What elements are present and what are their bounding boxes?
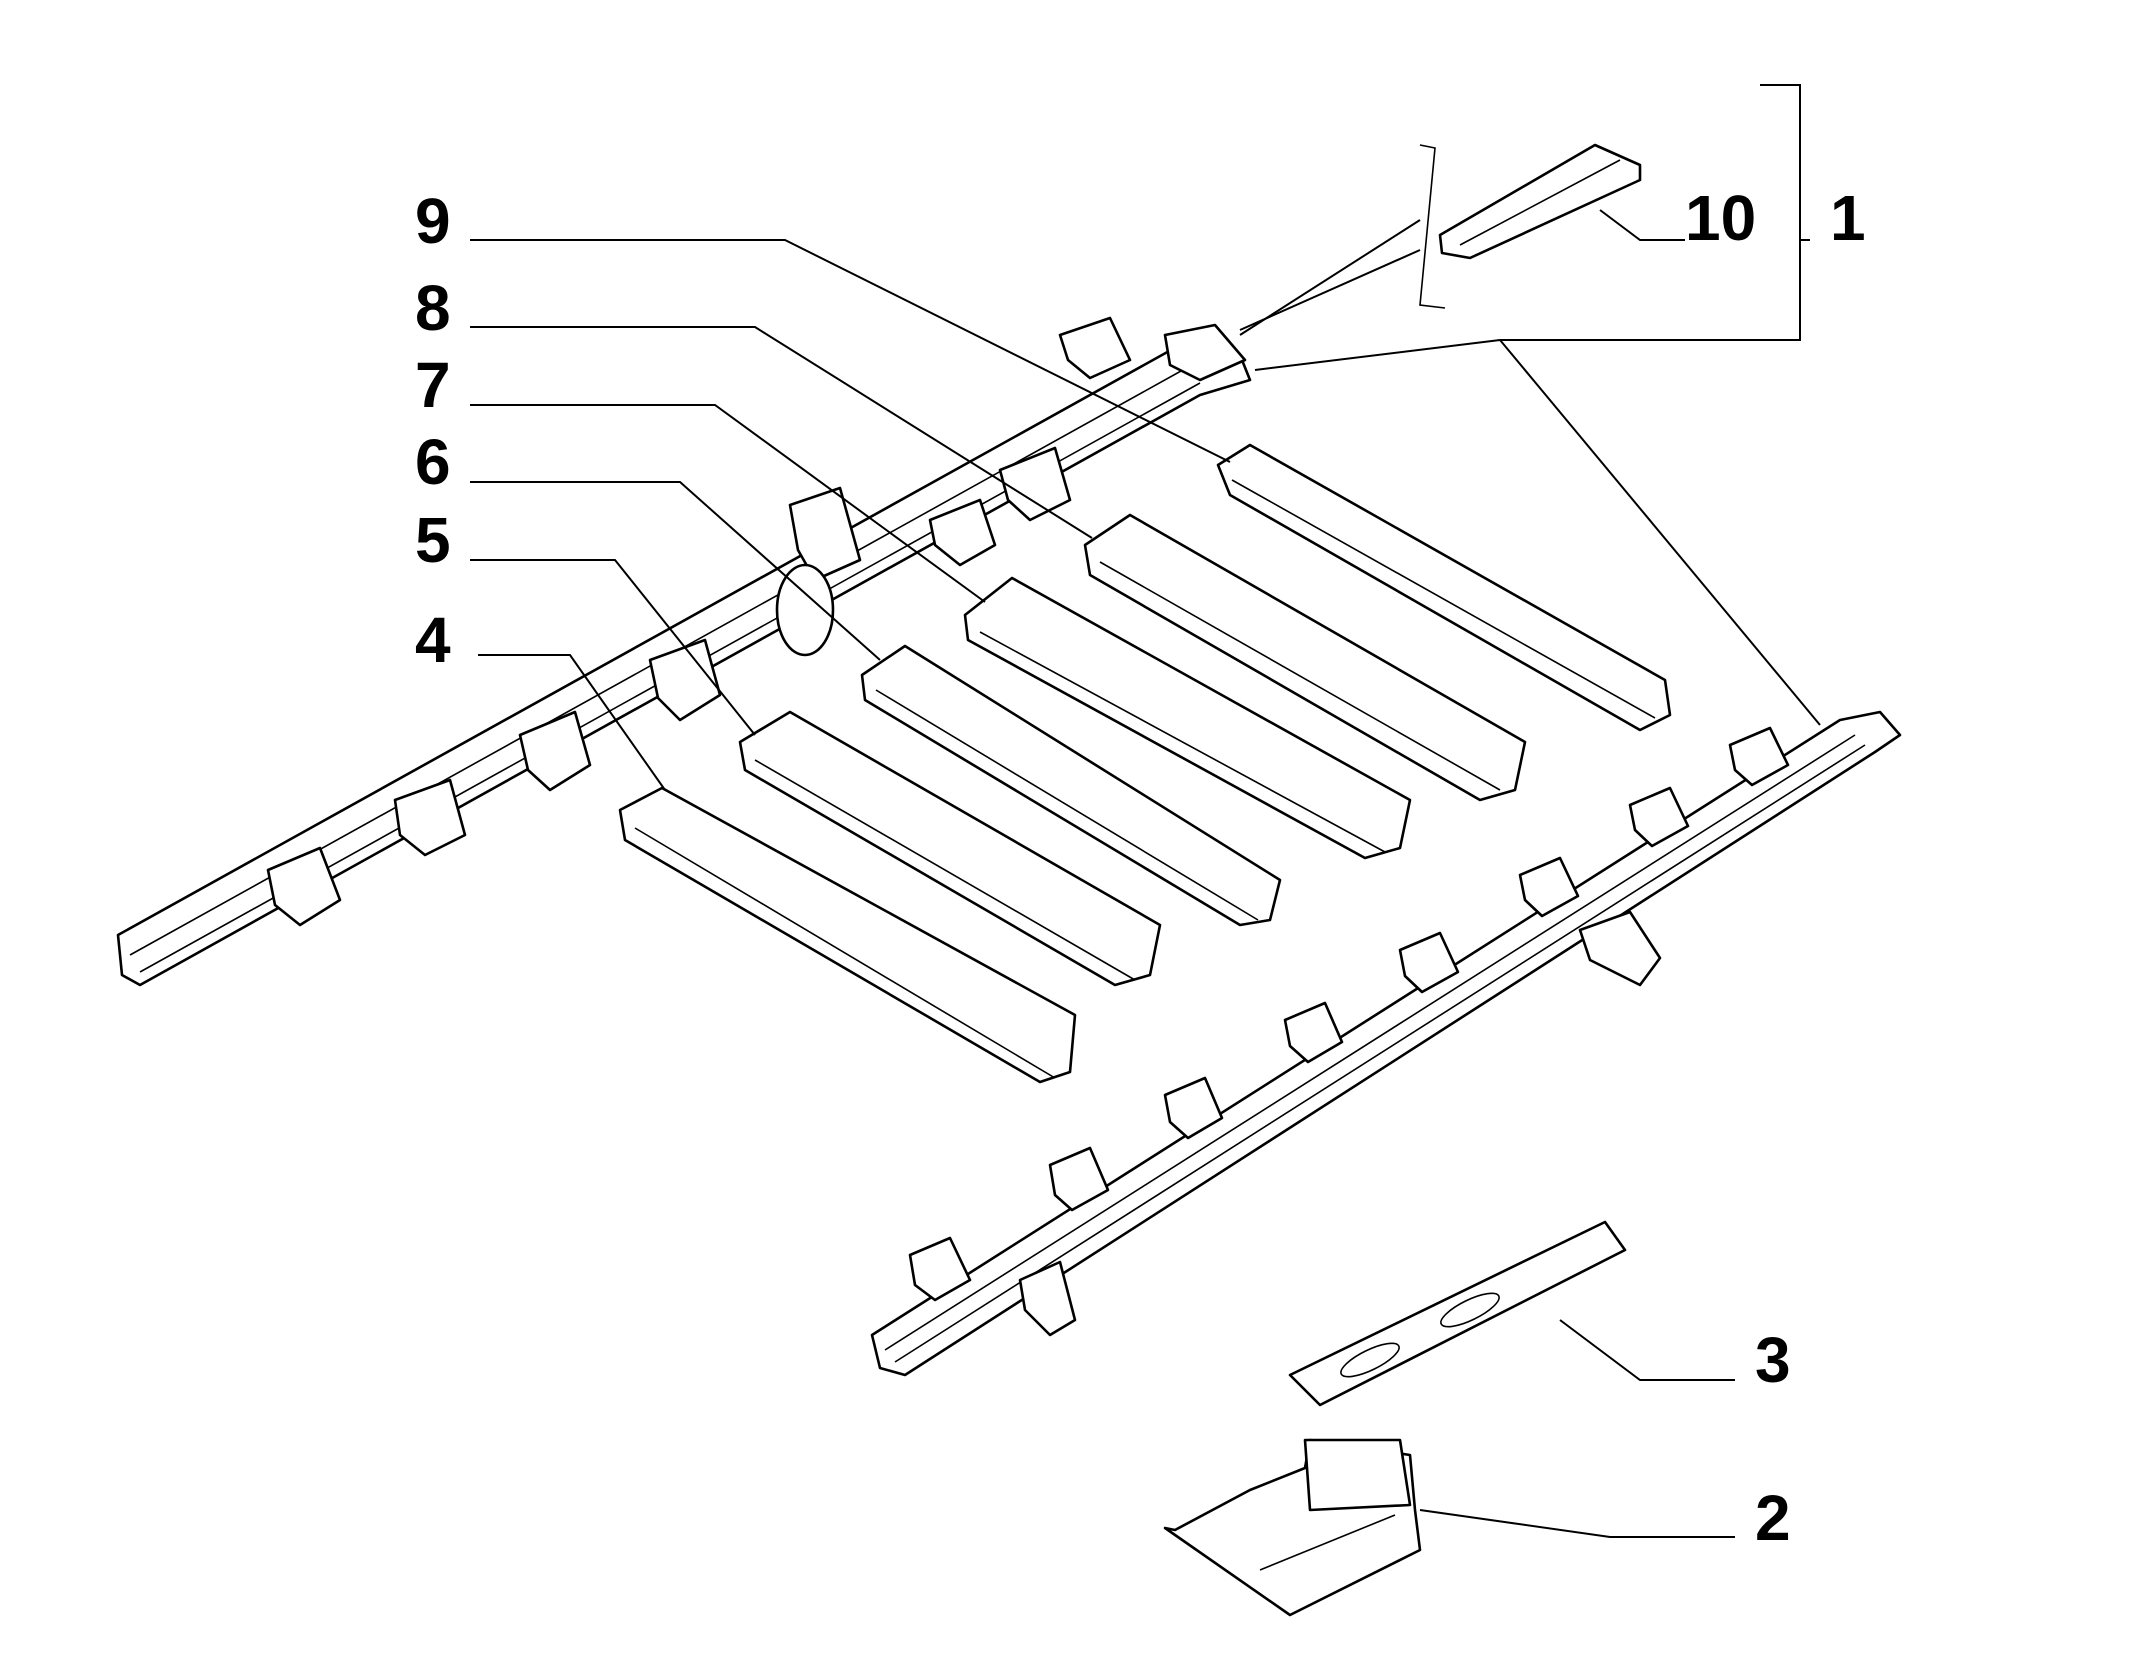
leader-lines (470, 84, 1821, 1538)
callout-1: 1 (1830, 182, 1866, 254)
cross-member-4 (618, 786, 1077, 1084)
cross-member-8 (1083, 513, 1527, 802)
tray-part-2 (1163, 1438, 1422, 1617)
callout-5: 5 (415, 504, 451, 576)
callout-labels: 9 8 7 6 5 4 10 1 3 2 (415, 182, 1866, 1554)
left-side-rail (116, 316, 1252, 987)
plate-part-3 (1288, 1220, 1627, 1407)
callout-9: 9 (415, 185, 451, 257)
callout-7: 7 (415, 349, 451, 421)
callout-3: 3 (1755, 1324, 1791, 1396)
right-side-rail (870, 710, 1902, 1377)
bracket-part-10 (1419, 143, 1642, 309)
callout-2: 2 (1755, 1482, 1791, 1554)
cross-member-6 (860, 644, 1282, 927)
cross-member-9 (1216, 443, 1672, 732)
cross-member-5 (738, 710, 1162, 987)
callout-6: 6 (415, 426, 451, 498)
callout-8: 8 (415, 272, 451, 344)
cross-member-7 (963, 576, 1412, 860)
callout-4: 4 (415, 604, 451, 676)
callout-10: 10 (1685, 182, 1756, 254)
